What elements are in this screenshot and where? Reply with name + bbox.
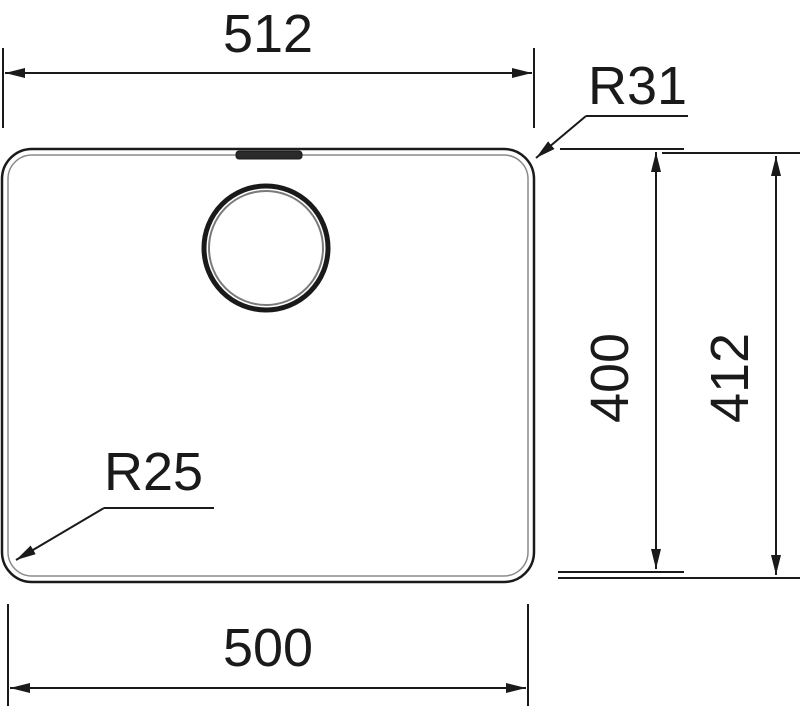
top-width-label: 512 — [223, 4, 313, 64]
bottom-left-radius-callout: R25 — [15, 442, 214, 561]
drain-outer-ring — [201, 183, 331, 313]
outer-height-dimension: 412 — [700, 156, 781, 575]
height-extension-lines — [558, 148, 800, 579]
outer-height-label: 412 — [700, 333, 760, 423]
overflow-slot — [235, 150, 303, 160]
top-right-radius-callout: R31 — [535, 56, 688, 159]
bottom-left-radius-leader-diagonal — [15, 507, 105, 561]
inner-height-dimension: 400 — [580, 152, 661, 569]
inner-height-label: 400 — [580, 333, 640, 423]
bottom-width-label: 500 — [223, 618, 313, 678]
sink-outer-rim — [0, 147, 536, 584]
drain-inner-ring — [208, 190, 324, 306]
top-right-radius-label: R31 — [588, 56, 687, 116]
bottom-left-radius-label: R25 — [104, 442, 203, 502]
top-right-radius-leader-diagonal — [535, 115, 587, 159]
top-width-dimension: 512 — [2, 4, 535, 128]
sink-outline — [0, 147, 536, 584]
sink-inner-rim — [7, 154, 529, 577]
bottom-width-dimension: 500 — [7, 604, 529, 706]
